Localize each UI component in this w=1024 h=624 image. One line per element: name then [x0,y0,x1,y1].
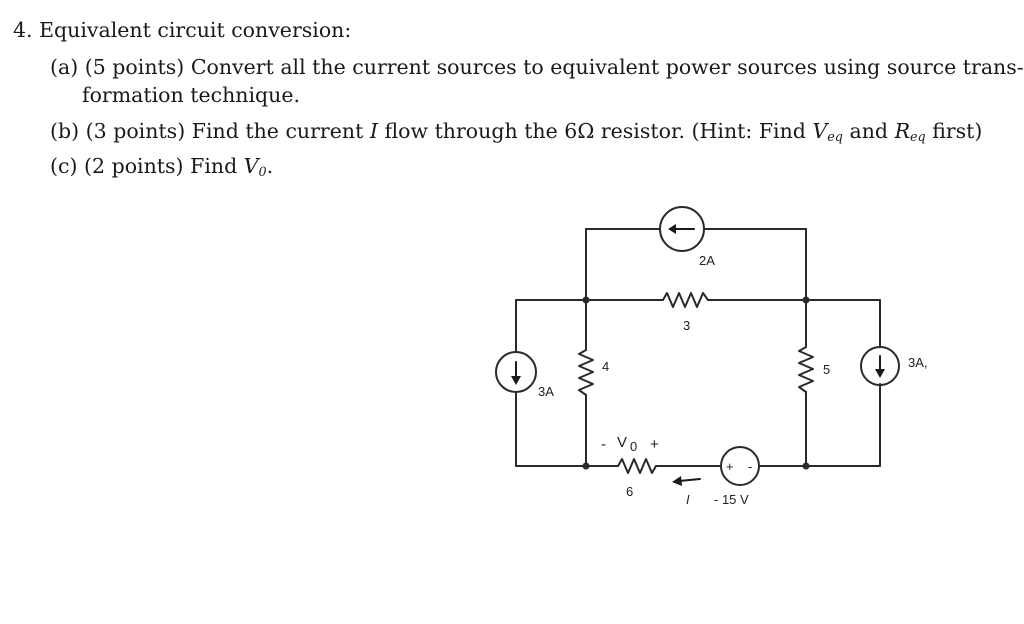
junction-dot [582,296,590,304]
part-b: (b) (3 points) Find the current I flow t… [50,121,982,144]
vo-minus: - [601,436,606,453]
label-2a: 2A [699,253,715,268]
resistor-5 [798,346,814,393]
current-source-3a-left [495,351,537,393]
junction-dot [582,462,590,470]
label-3a-right: 3A, [908,355,928,370]
vo-plus: + [650,436,659,453]
req-symbol: Req [894,119,926,145]
vo-symbol: V0 [243,154,267,180]
part-b-and: and [849,119,889,143]
label-r4: 4 [602,359,609,374]
part-c-marker: (c) [50,154,78,178]
part-a-marker: (a) [50,55,79,79]
current-source-3a-right [860,346,900,386]
part-c-text: Find [190,154,238,178]
part-b-points: (3 points) [85,119,186,143]
part-c: (c) (2 points) Find V0. [50,154,274,180]
part-a-points: (5 points) [84,55,185,79]
vsrc-minus: - [748,459,752,474]
part-b-text-2: flow through the 6Ω resistor. (Hint: Fin… [384,119,806,143]
current-arrow-icon [678,478,701,482]
vo-label: V [617,434,627,451]
part-c-points: (2 points) [84,154,184,178]
vo-subscript: 0 [630,439,637,454]
vsrc-plus: + [726,459,734,474]
part-a-text: Convert all the current sources to equiv… [190,55,1024,79]
label-r6: 6 [626,484,633,499]
part-b-text-3: first) [932,119,983,143]
part-a-line-2: formation technique. [82,83,301,107]
current-source-2a [659,206,705,252]
label-r3: 3 [683,318,690,333]
voltage-source-15v [720,446,760,486]
resistor-3 [662,292,709,308]
resistor-4 [578,349,594,396]
label-voltage-source: - 15 V [714,492,749,507]
veq-symbol: Veq [812,119,843,145]
current-variable: I [369,119,378,143]
label-r5: 5 [823,362,830,377]
part-b-text-1: Find the current [191,119,364,143]
junction-dot [802,296,810,304]
problem-heading: 4. Equivalent circuit conversion: [13,18,352,42]
part-b-marker: (b) [50,119,80,143]
part-a-line-1: (a) (5 points) Convert all the current s… [50,57,1024,78]
junction-dot [802,462,810,470]
resistor-6 [617,458,657,474]
label-3a-left: 3A [538,384,554,399]
label-current-i: I [686,492,690,507]
